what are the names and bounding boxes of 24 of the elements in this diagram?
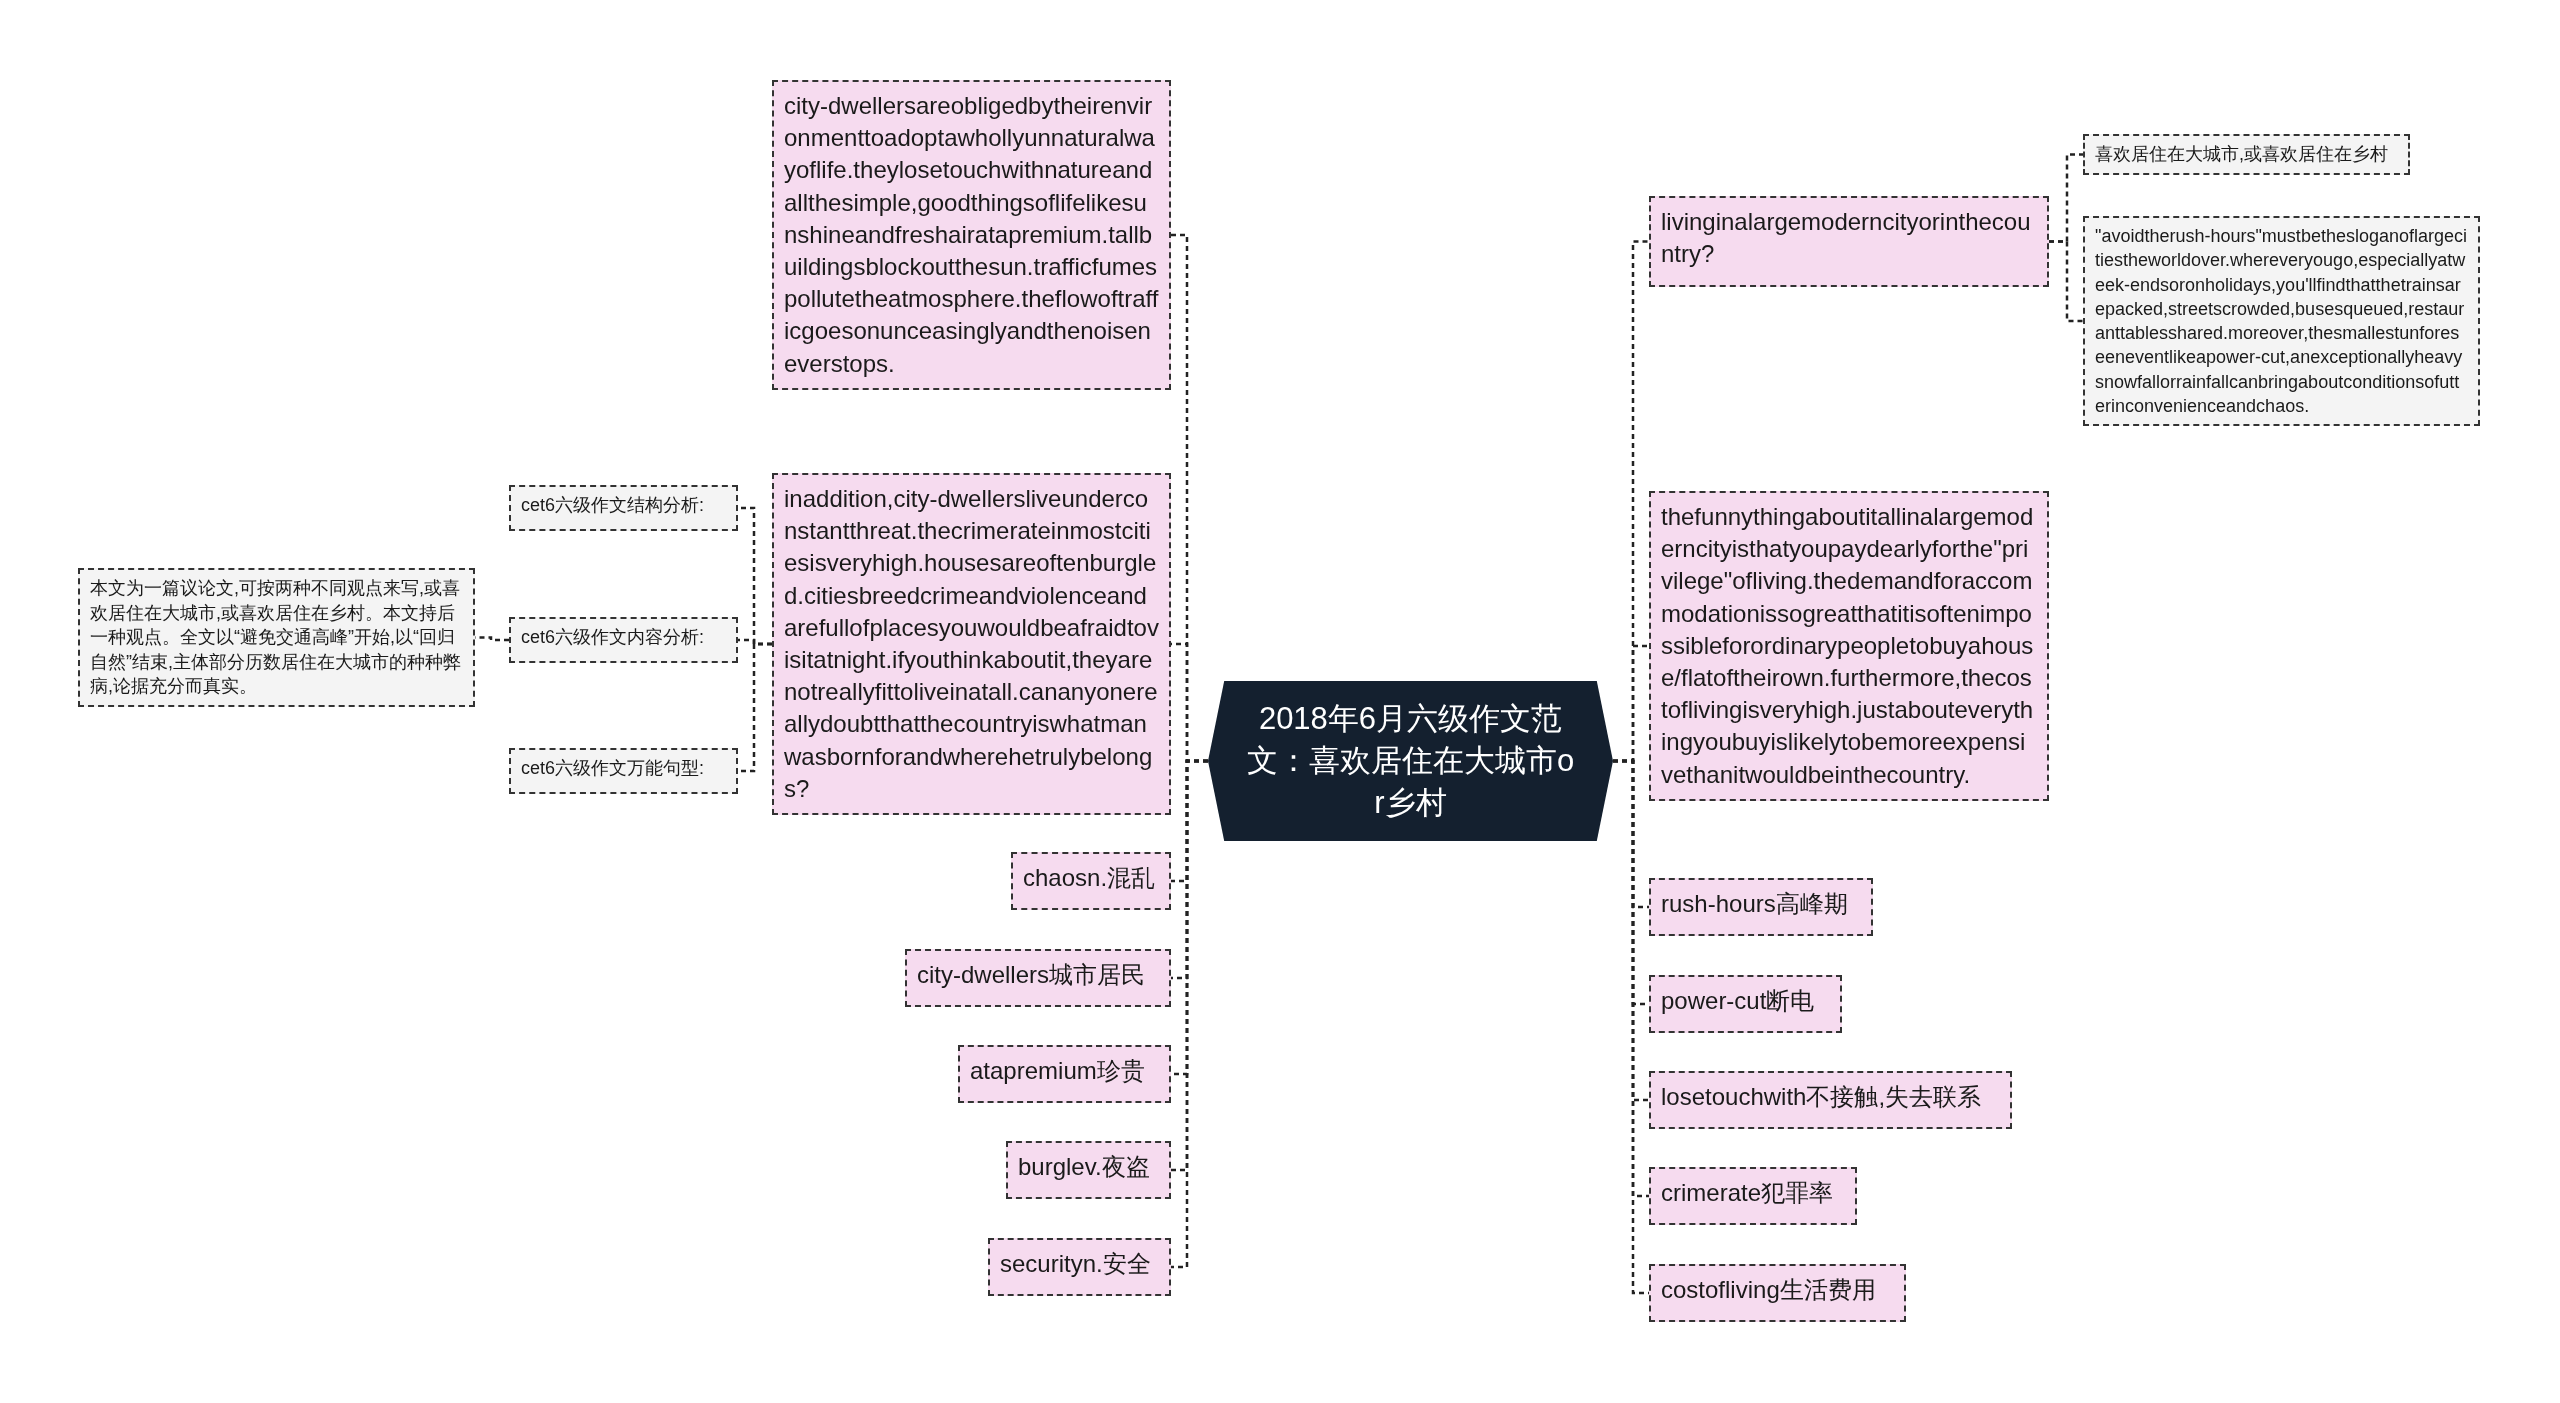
topic-box: securityn.安全 <box>988 1238 1171 1296</box>
topic-box: city-dwellers城市居民 <box>905 949 1171 1007</box>
note-box: cet6六级作文万能句型: <box>509 748 738 794</box>
topic-box: costofliving生活费用 <box>1649 1264 1906 1322</box>
note-box: 喜欢居住在大城市,或喜欢居住在乡村 <box>2083 134 2410 175</box>
connector-line <box>1171 759 1208 1269</box>
connector-line <box>2049 240 2083 323</box>
topic-box: power-cut断电 <box>1649 975 1842 1033</box>
topic-box: thefunnythingaboutitallinalargemoderncityisthatyoupaydearlyforthe"privilege"ofliving.thedemandforaccommodationissogreatthatitisoftenimpossibleforordinarypeopletobuyahouse/flatoftheirown.furthermore,thecostoflivingisveryhigh.justabouteverythingyoubuyislikelytobemoreexpensivethanitwouldbeinthecountry. <box>1649 491 2049 801</box>
topic-box: rush-hours高峰期 <box>1649 878 1873 936</box>
topic-box: livinginalargemoderncityorinthecountry? <box>1649 196 2049 287</box>
topic-box: burglev.夜盗 <box>1006 1141 1171 1199</box>
note-box: cet6六级作文内容分析: <box>509 617 738 663</box>
topic-box: city-dwellersareobligedbytheirenvironmenttoadoptawhollyunnaturalwayoflife.theylosetouchwithnatureandallthesimple,goodthingsoflifelikesunshineandfreshairatapremium.tallbuildingsblockoutthesun.trafficfumespollutetheatmosphere.theflowoftrafficgoesonunceasinglyandthenoiseneverstops. <box>772 80 1171 390</box>
note-box: cet6六级作文结构分析: <box>509 485 738 531</box>
topic-box: crimerate犯罪率 <box>1649 1167 1857 1225</box>
topic-box: inaddition,city-dwellersliveunderconstantthreat.thecrimerateinmostcitiesisveryhigh.housesareoftenburgled.citiesbreedcrimeandviolenceandarefullofplacesyouwouldbeafraidtovisitatnight.ifyouthinkaboutit,theyarenotreallyfittoliveinatall.cananyonereallydoubtthatthecountryiswhatmanwasbornforandwherehetrulybelongs? <box>772 473 1171 816</box>
connector-line <box>738 642 772 773</box>
note-box: 本文为一篇议论文,可按两种不同观点来写,或喜欢居住在大城市,或喜欢居住在乡村。本文持后一种观点。全文以“避免交通高峰”开始,以“回归自然”结束,主体部分历数居住在大城市的种种弊病,论据充分而真实。 <box>78 568 475 707</box>
topic-box: atapremium珍贵 <box>958 1045 1171 1103</box>
note-box: "avoidtherush-hours"mustbethesloganoflargecitiestheworldover.whereveryougo,especiallyatweek-endsoronholidays,you'llfindthatthetrainsarepacked,streetscrowded,busesqueued,restauranttablesshared.moreover,thesmallestunforeseeneventlikeapower-cut,anexceptionallyheavysnowfallorrainfallcanbringaboutconditionsofutterinconvenienceandchaos. <box>2083 216 2480 427</box>
central-topic-box: 2018年6月六级作文范文：喜欢居住在大城市or乡村 <box>1208 681 1613 841</box>
topic-box: chaosn.混乱 <box>1011 852 1171 910</box>
topic-box: losetouchwith不接触,失去联系 <box>1649 1071 2012 1129</box>
